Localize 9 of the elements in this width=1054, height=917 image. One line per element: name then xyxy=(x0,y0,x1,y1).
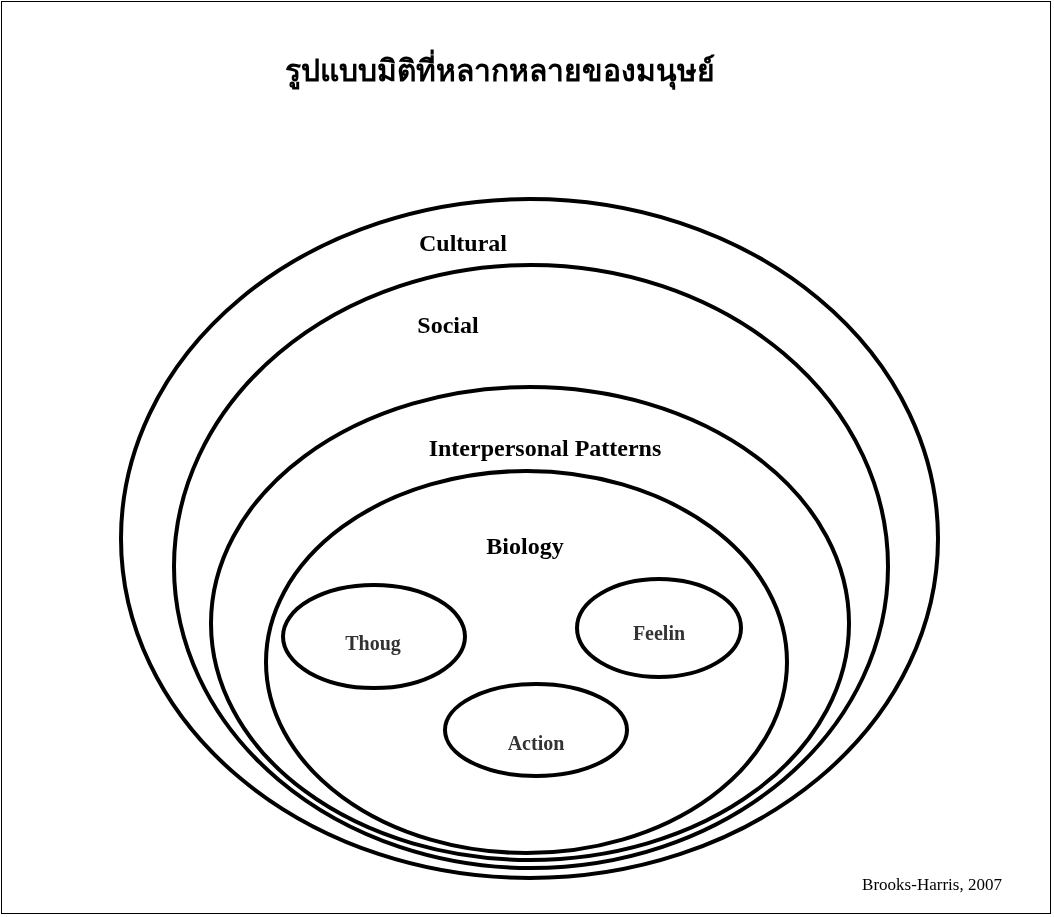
ellipse-label: Cultural xyxy=(419,229,507,257)
title: รูปแบบมิติที่หลากหลายของมนุษย์ xyxy=(285,46,715,94)
ellipse-label: Interpersonal Patterns xyxy=(428,434,662,462)
ellipse-label: Feelin xyxy=(632,621,686,645)
ellipse-label: Action xyxy=(507,731,565,755)
ellipse-label: Biology xyxy=(486,532,564,560)
citation: Brooks-Harris, 2007 xyxy=(862,875,1002,895)
ellipse-label: Thoug xyxy=(345,631,401,655)
ellipse-label: Social xyxy=(417,311,479,339)
